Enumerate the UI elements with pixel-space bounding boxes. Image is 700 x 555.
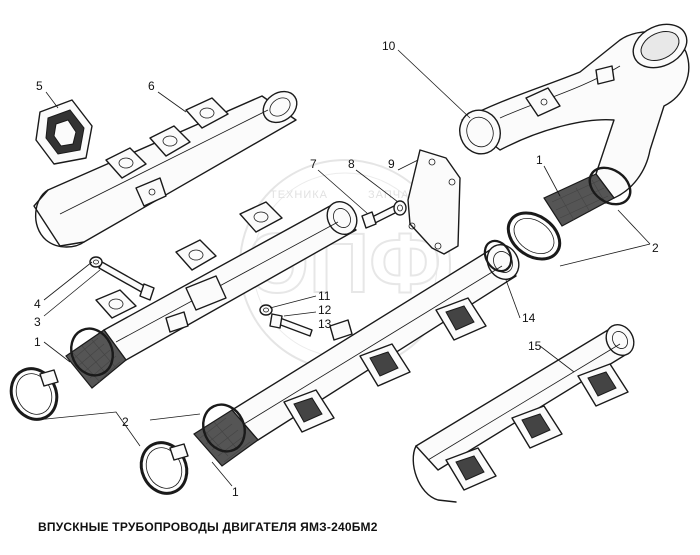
callout-9: 9 bbox=[388, 157, 395, 171]
bolt-part-3 bbox=[98, 261, 155, 301]
callout-5: 5 bbox=[36, 79, 43, 93]
callout-12: 12 bbox=[318, 303, 332, 317]
callout-10: 10 bbox=[382, 39, 396, 53]
connector-pipe-part-10 bbox=[459, 23, 690, 199]
intake-pipe-lower bbox=[231, 244, 520, 441]
clamp-part-2-lower bbox=[139, 403, 246, 495]
leader-lines bbox=[35, 49, 651, 487]
hose-part-1-right bbox=[543, 173, 615, 227]
callout-11: 11 bbox=[318, 289, 331, 303]
ring-part-14 bbox=[483, 239, 513, 273]
callout-1-left: 1 bbox=[34, 335, 41, 349]
callout-labels: 5 6 10 7 8 9 1 4 3 11 bbox=[34, 39, 543, 329]
washer-part-8 bbox=[393, 200, 407, 216]
figure-caption: ВПУСКНЫЕ ТРУБОПРОВОДЫ ДВИГАТЕЛЯ ЯМЗ-240Б… bbox=[38, 520, 378, 534]
intake-pipe-middle bbox=[95, 200, 358, 361]
callout-2-left: 2 bbox=[122, 415, 129, 429]
gasket-part-5 bbox=[35, 99, 93, 165]
bolt-part-13 bbox=[269, 313, 313, 337]
intake-pipe-part-15 bbox=[412, 323, 635, 503]
callout-2-right: 2 bbox=[652, 241, 659, 255]
intake-pipe-part-6 bbox=[33, 90, 298, 248]
callout-labels-2: 12 13 14 15 1 2 2 1 bbox=[34, 241, 659, 499]
callout-15: 15 bbox=[528, 339, 542, 353]
bracket-part-9 bbox=[407, 149, 461, 255]
callout-1-lower: 1 bbox=[232, 485, 239, 499]
callout-8: 8 bbox=[348, 157, 355, 171]
washer-part-12 bbox=[259, 304, 273, 316]
callout-13: 13 bbox=[318, 317, 332, 331]
callout-1-right: 1 bbox=[536, 153, 543, 167]
washer-part-4 bbox=[89, 256, 103, 268]
watermark-left-text: ТЕХНИКА bbox=[270, 189, 328, 201]
callout-14: 14 bbox=[522, 311, 536, 325]
callout-6: 6 bbox=[148, 79, 155, 93]
callout-3: 3 bbox=[34, 315, 41, 329]
callout-7: 7 bbox=[310, 157, 317, 171]
clamp-part-2-right bbox=[506, 166, 632, 261]
hose-part-1-lower bbox=[193, 409, 259, 467]
clamp-part-2-left bbox=[9, 327, 114, 421]
callout-4: 4 bbox=[34, 297, 41, 311]
